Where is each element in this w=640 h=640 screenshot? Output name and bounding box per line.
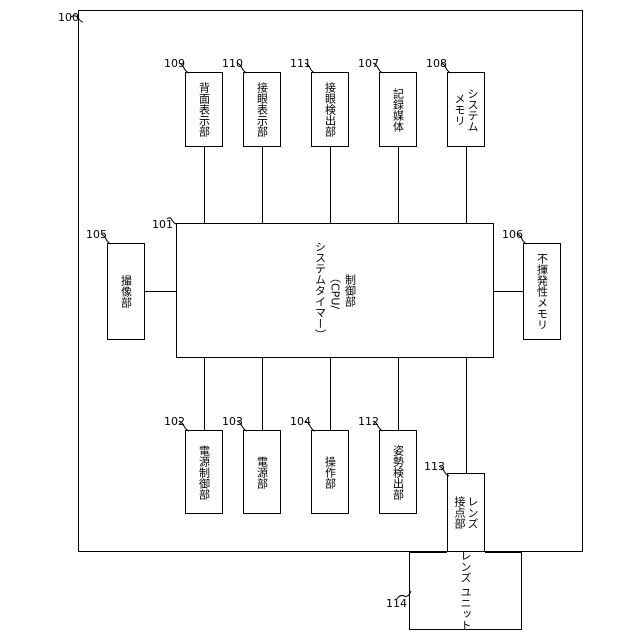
device-ref-leader <box>70 14 84 24</box>
system-memory-box: システム メモリ <box>447 72 485 147</box>
rear-display-ref-leader <box>178 62 190 74</box>
conn-106 <box>494 291 523 292</box>
operation-box: 操作部 <box>311 430 349 514</box>
eye-detect-ref-leader <box>304 62 316 74</box>
system-memory-label: システム メモリ <box>453 88 479 132</box>
recording-media-label: 記録媒体 <box>392 88 405 132</box>
imaging-box: 撮像部 <box>107 243 145 340</box>
conn-104 <box>330 358 331 430</box>
lens-unit-box: レンズ ユニット <box>409 552 522 630</box>
posture-detect-ref-leader <box>372 420 384 432</box>
nonvolatile-memory-box: 不揮発性メモリ <box>523 243 561 340</box>
conn-109 <box>204 147 205 223</box>
power-ref-leader <box>236 420 248 432</box>
eye-detect-box: 接眼検出部 <box>311 72 349 147</box>
nonvolatile-memory-label: 不揮発性メモリ <box>536 253 549 330</box>
lens-unit-label: レンズ ユニット <box>459 552 472 630</box>
control-ref-leader <box>166 216 178 226</box>
conn-111 <box>330 147 331 223</box>
rear-display-label: 背面表示部 <box>198 82 211 137</box>
posture-detect-box: 姿勢検出部 <box>379 430 417 514</box>
operation-ref-leader <box>304 420 316 432</box>
eye-display-ref-leader <box>236 62 248 74</box>
eye-display-label: 接眼表示部 <box>256 82 269 137</box>
system-memory-ref-leader <box>440 62 452 74</box>
conn-103 <box>262 358 263 430</box>
power-control-ref-leader <box>178 420 190 432</box>
conn-113 <box>466 358 467 473</box>
lens-unit-ref-leader <box>396 590 412 600</box>
conn-102 <box>204 358 205 430</box>
recording-media-box: 記録媒体 <box>379 72 417 147</box>
lens-unit-top-edge-right <box>485 552 522 553</box>
posture-detect-label: 姿勢検出部 <box>392 445 405 500</box>
power-control-label: 電源制御部 <box>198 445 211 500</box>
conn-108 <box>466 147 467 223</box>
imaging-label: 撮像部 <box>120 275 133 308</box>
control-block: 制御部 （CPU/ システムタイマー） <box>176 223 494 358</box>
conn-112 <box>398 358 399 430</box>
lens-contact-box: レンズ 接点部 <box>447 473 485 552</box>
conn-105 <box>145 291 176 292</box>
eye-display-box: 接眼表示部 <box>243 72 281 147</box>
imaging-ref-leader <box>100 233 112 245</box>
lens-contact-ref-leader <box>438 465 450 477</box>
recording-media-ref-leader <box>372 62 384 74</box>
lens-contact-label: レンズ 接点部 <box>453 496 479 529</box>
power-box: 電源部 <box>243 430 281 514</box>
control-label: 制御部 （CPU/ システムタイマー） <box>313 241 358 340</box>
conn-107 <box>398 147 399 223</box>
eye-detect-label: 接眼検出部 <box>324 82 337 137</box>
power-control-box: 電源制御部 <box>185 430 223 514</box>
power-label: 電源部 <box>256 456 269 489</box>
rear-display-box: 背面表示部 <box>185 72 223 147</box>
operation-label: 操作部 <box>324 456 337 489</box>
conn-110 <box>262 147 263 223</box>
lens-unit-top-edge-left <box>409 552 447 553</box>
nonvolatile-memory-ref-leader <box>516 233 528 245</box>
